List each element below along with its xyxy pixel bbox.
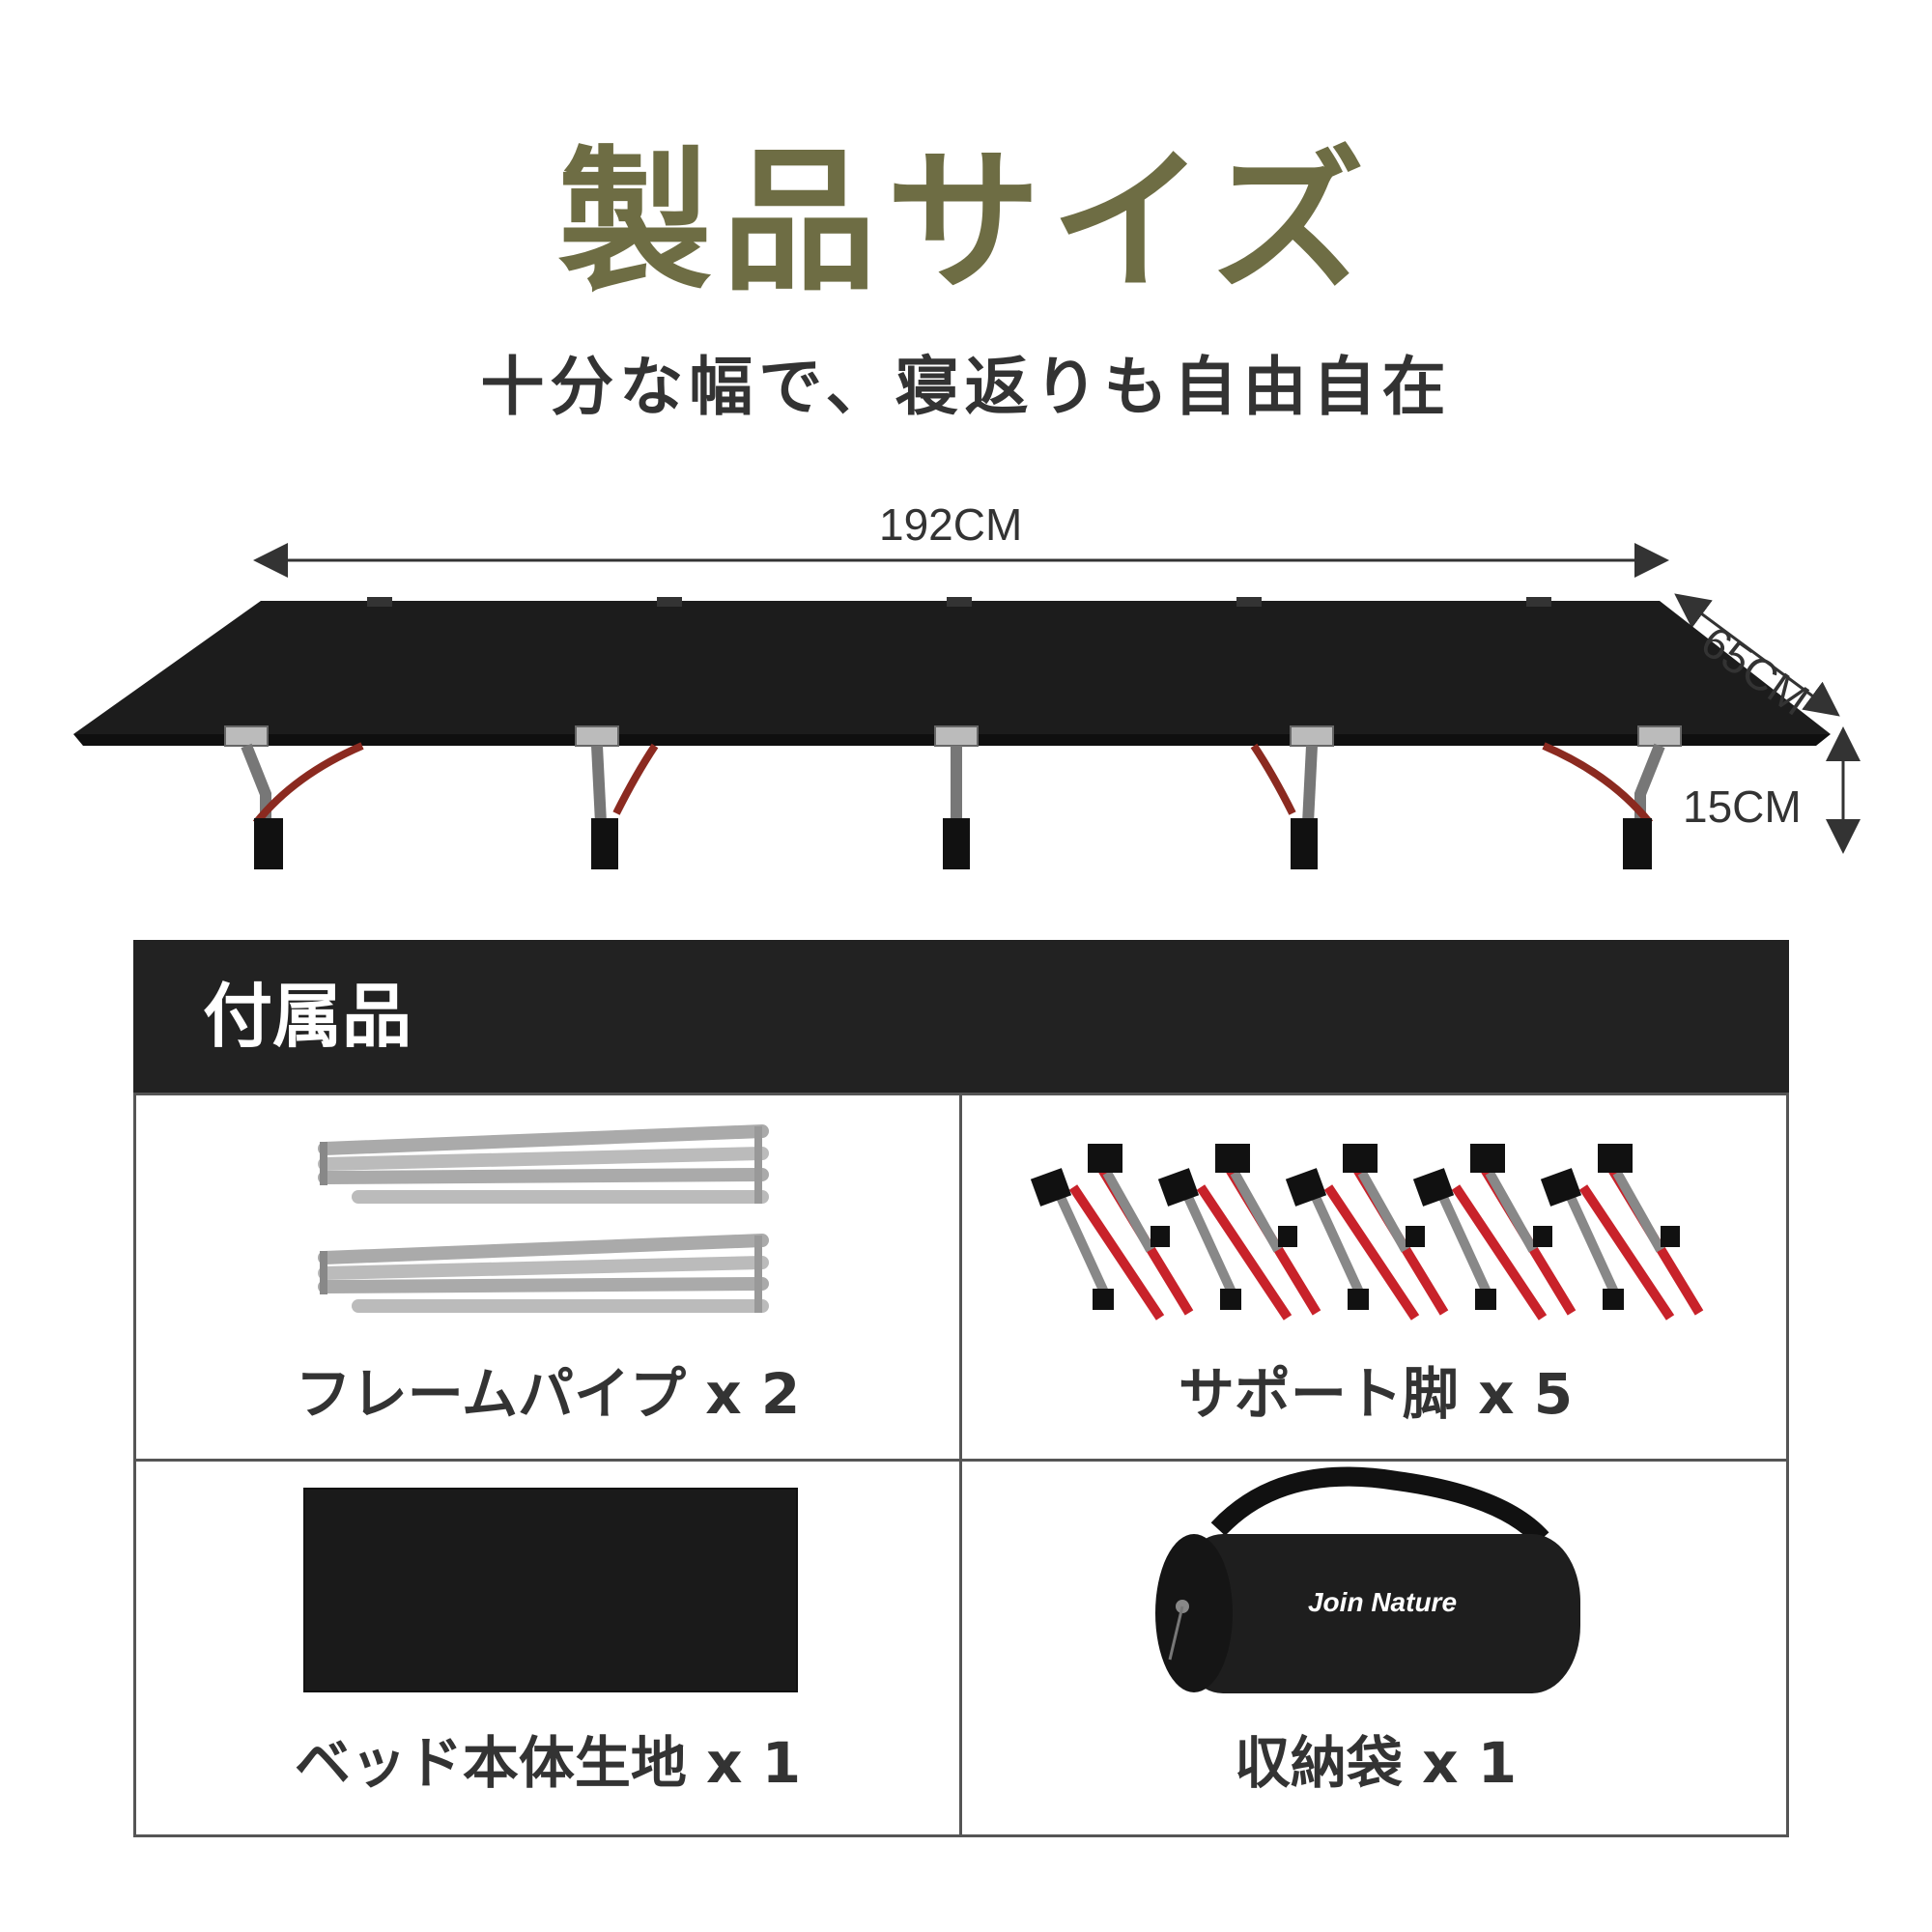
page-title: 製品サイズ bbox=[557, 131, 1375, 312]
accessory-frame-pipes: フレームパイプ x 2 bbox=[136, 1095, 959, 1459]
cot-legs bbox=[224, 725, 1682, 869]
accessories-grid: フレームパイプ x 2 bbox=[133, 1093, 1789, 1837]
page-subtitle: 十分な幅で、寝返りも自由自在 bbox=[480, 350, 1452, 424]
bag-brand-logo: Join Nature bbox=[1307, 1587, 1458, 1617]
width-arrow bbox=[1674, 593, 1840, 717]
grid-divider-vertical bbox=[959, 1095, 962, 1834]
storage-bag-label: 収納袋 x 1 bbox=[1234, 1730, 1518, 1796]
frame-pipes-label: フレームパイプ x 2 bbox=[295, 1361, 801, 1427]
length-label: 192CM bbox=[879, 499, 1023, 550]
bed-fabric-label: ベッド本体生地 x 1 bbox=[294, 1730, 802, 1796]
accessory-bed-fabric: ベッド本体生地 x 1 bbox=[136, 1462, 959, 1837]
grid-divider-horizontal bbox=[136, 1459, 1786, 1462]
frame-pipes-icon bbox=[318, 1124, 769, 1313]
storage-bag-icon bbox=[1155, 1466, 1580, 1693]
support-legs-label: サポート脚 x 5 bbox=[1178, 1361, 1574, 1427]
height-label: 15CM bbox=[1683, 781, 1802, 832]
support-legs-icon bbox=[1030, 1144, 1704, 1321]
accessory-support-legs: サポート脚 x 5 bbox=[962, 1095, 1789, 1459]
cot-product-image bbox=[73, 543, 1861, 869]
bed-fabric-icon bbox=[303, 1488, 798, 1692]
accessories-header: 付属品 bbox=[133, 940, 1789, 1093]
accessory-storage-bag: Join Nature 収納袋 x 1 bbox=[962, 1462, 1789, 1837]
cot-fabric bbox=[73, 601, 1831, 734]
